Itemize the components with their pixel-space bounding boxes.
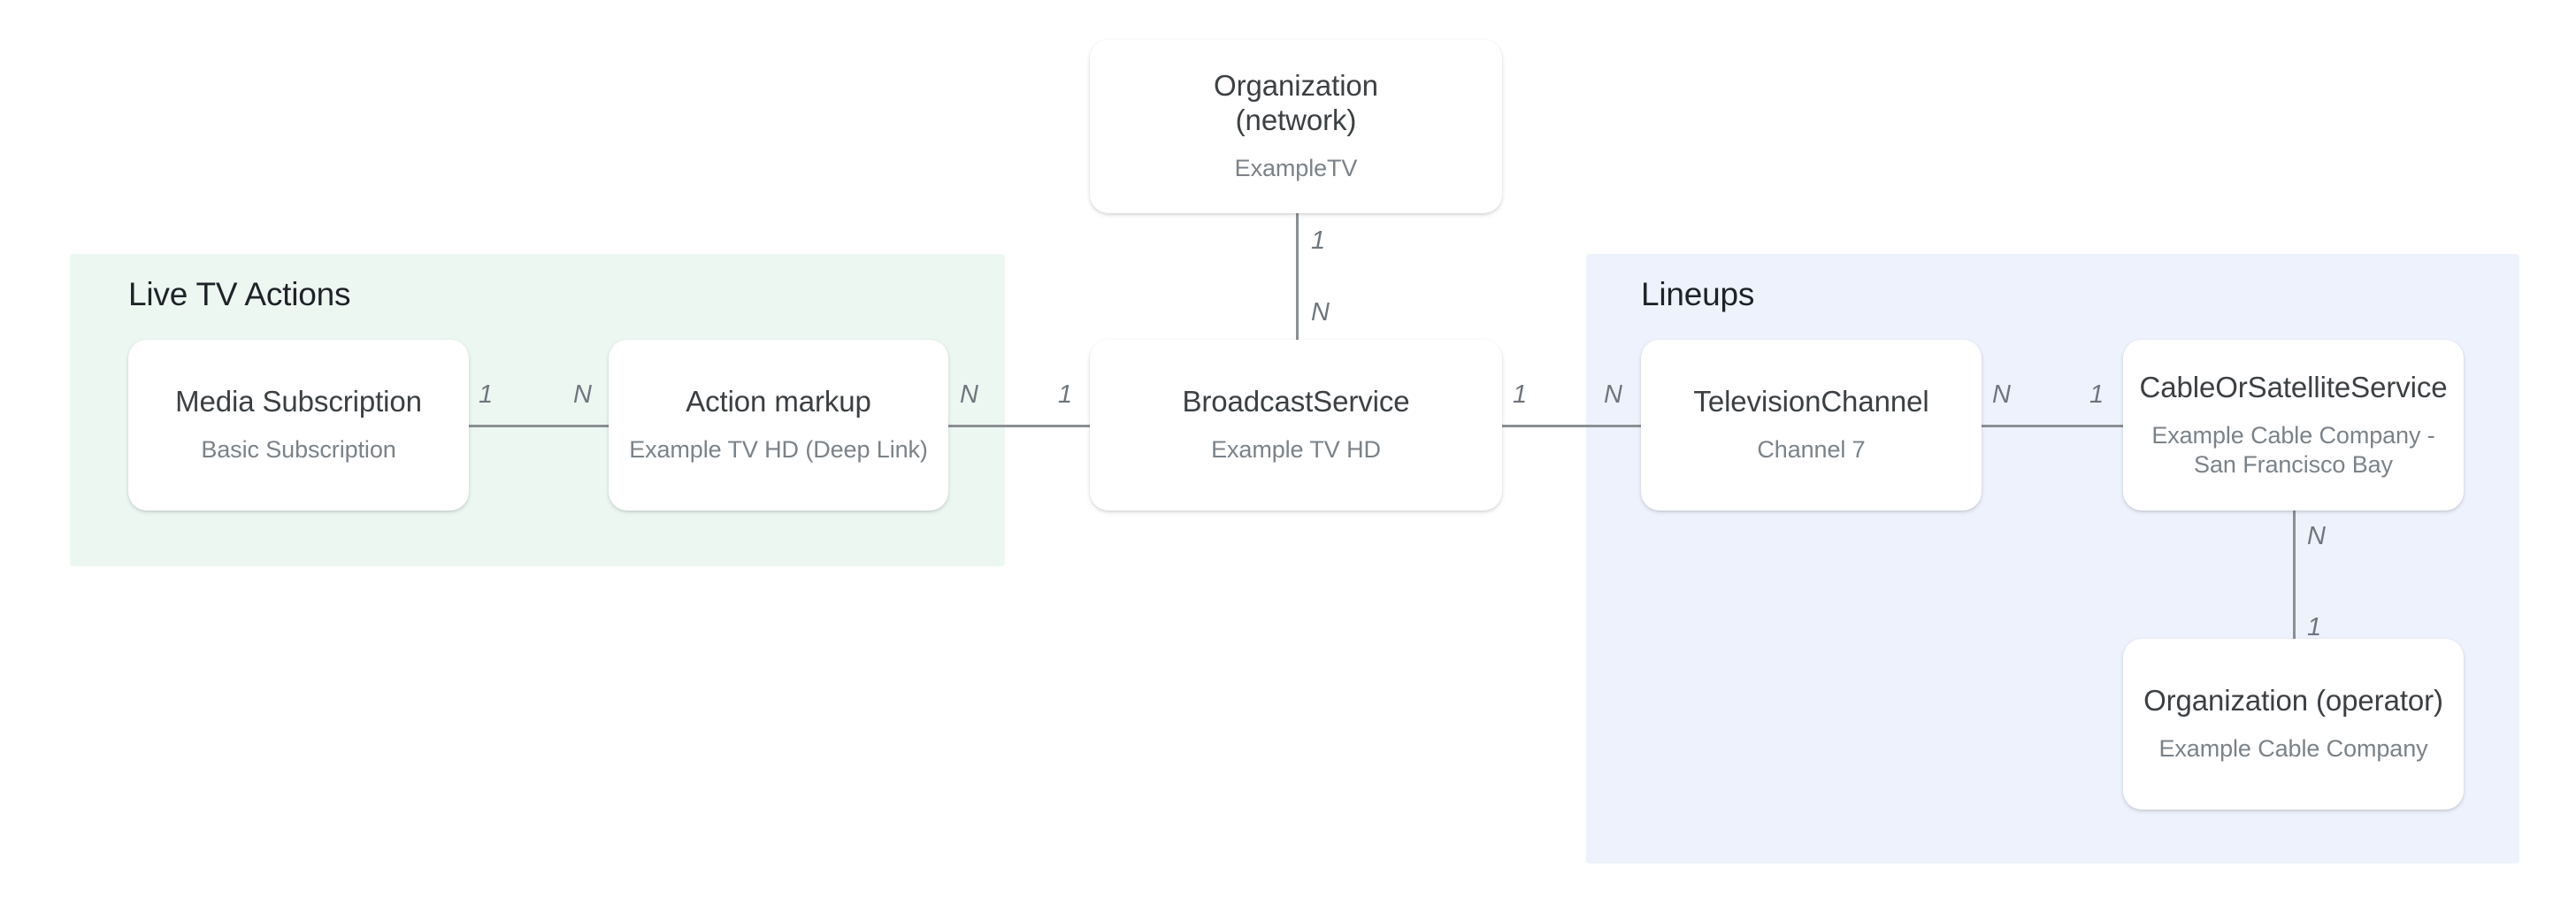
node-broadcast-service[interactable]: BroadcastService Example TV HD <box>1090 340 1502 511</box>
node-cable-or-satellite-service[interactable]: CableOrSatelliteService Example Cable Co… <box>2123 340 2464 511</box>
node-action-markup[interactable]: Action markup Example TV HD (Deep Link) <box>609 340 948 511</box>
node-title: Organization (operator) <box>2143 684 2443 718</box>
node-television-channel[interactable]: TelevisionChannel Channel 7 <box>1641 340 1982 511</box>
multiplicity-action-markup-right-side: N <box>960 380 978 409</box>
node-subtitle: Basic Subscription <box>201 436 396 464</box>
node-subtitle: Example TV HD <box>1211 436 1381 464</box>
node-organization-operator[interactable]: Organization (operator) Example Cable Co… <box>2123 639 2464 810</box>
node-title: Media Subscription <box>175 385 422 418</box>
node-subtitle: Example Cable Company - San Francisco Ba… <box>2151 421 2435 478</box>
multiplicity-cable-or-satellite-service-left-side: 1 <box>2089 380 2104 409</box>
multiplicity-broadcast-service-right-side: 1 <box>1513 380 1528 409</box>
group-title-live-tv-actions: Live TV Actions <box>128 276 351 312</box>
edge-broadcast-service-to-television-channel <box>1502 425 1641 427</box>
edge-cable-or-satellite-service-to-organization-operator <box>2293 511 2296 639</box>
multiplicity-organization-operator-side: 1 <box>2307 613 2322 641</box>
multiplicity-organization-network-side: 1 <box>1311 226 1326 255</box>
multiplicity-television-channel-left-side: N <box>1604 380 1622 409</box>
node-subtitle: ExampleTV <box>1234 155 1358 182</box>
multiplicity-media-subscription-side: 1 <box>479 380 494 409</box>
multiplicity-television-channel-right-side: N <box>1992 380 2011 409</box>
edge-media-subscription-to-action-markup <box>469 425 609 427</box>
node-title: CableOrSatelliteService <box>2139 370 2448 403</box>
multiplicity-broadcast-service-left-side: 1 <box>1058 380 1073 409</box>
node-title: Organization (network) <box>1214 69 1378 137</box>
node-title: TelevisionChannel <box>1693 385 1929 418</box>
edge-organization-network-to-broadcast-service <box>1296 213 1299 340</box>
multiplicity-broadcast-service-top-side: N <box>1311 298 1330 326</box>
group-title-lineups: Lineups <box>1641 276 1755 312</box>
multiplicity-cable-or-satellite-service-bottom-side: N <box>2307 522 2326 550</box>
node-organization-network[interactable]: Organization (network) ExampleTV <box>1090 40 1502 213</box>
node-subtitle: Channel 7 <box>1757 436 1866 464</box>
node-title: Action markup <box>686 385 871 418</box>
edge-action-markup-to-broadcast-service <box>948 425 1090 427</box>
node-title: BroadcastService <box>1182 385 1410 418</box>
node-subtitle: Example Cable Company <box>2158 735 2428 763</box>
edge-television-channel-to-cable-or-satellite-service <box>1982 425 2123 427</box>
node-media-subscription[interactable]: Media Subscription Basic Subscription <box>128 340 469 511</box>
multiplicity-action-markup-left-side: N <box>573 380 592 409</box>
node-subtitle: Example TV HD (Deep Link) <box>629 436 928 464</box>
